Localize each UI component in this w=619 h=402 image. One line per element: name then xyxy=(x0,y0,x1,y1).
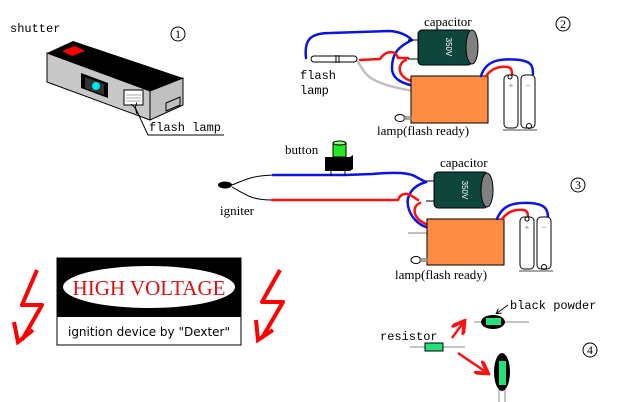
svg-text:3: 3 xyxy=(575,178,581,192)
flash-lamp-tube-icon xyxy=(310,55,358,63)
step-number-3: 3 xyxy=(570,177,586,193)
capacitor-icon: 350V xyxy=(408,26,479,66)
svg-text:−: − xyxy=(542,223,547,232)
flash-lamp-label-line2: lamp xyxy=(300,84,329,98)
capacitor-label: capacitor xyxy=(424,14,472,29)
svg-text:+: + xyxy=(509,81,514,90)
high-voltage-sign: HIGH VOLTAGE ignition device by "Dexter" xyxy=(12,257,285,346)
flash-lamp-label-line1: flash xyxy=(300,69,336,83)
battery-icon: + − xyxy=(503,74,537,131)
igniter-icon xyxy=(218,181,232,189)
ready-lamp-icon xyxy=(394,114,412,122)
push-button-icon xyxy=(325,140,353,176)
ready-lamp-label: lamp(flash ready) xyxy=(395,267,487,282)
sign-title: HIGH VOLTAGE xyxy=(73,276,226,300)
step-number-4: 4 xyxy=(582,342,598,358)
lightning-bolt-icon xyxy=(20,269,44,341)
svg-text:1: 1 xyxy=(175,27,181,41)
flash-lamp-pointer xyxy=(134,106,224,136)
lens-icon xyxy=(92,82,100,90)
lightning-bolt-icon xyxy=(260,269,285,340)
black-powder-horizontal-icon xyxy=(474,315,529,329)
capacitor-label: capacitor xyxy=(440,155,488,170)
button-label: button xyxy=(285,142,319,157)
arrow-icon xyxy=(457,351,486,372)
igniter-label: igniter xyxy=(220,203,255,218)
svg-text:+: + xyxy=(525,223,530,232)
panel-1-camera: shutter 1 flash lamp xyxy=(10,22,224,136)
black-powder-label: black powder xyxy=(510,299,596,313)
svg-text:350V: 350V xyxy=(444,38,453,57)
camera-icon xyxy=(46,41,184,121)
panel-4-resistor: resistor black powder 4 xyxy=(380,299,598,402)
shutter-button-icon xyxy=(62,46,85,56)
arrow-icon xyxy=(450,323,463,339)
flash-lamp-label: flash lamp xyxy=(149,121,221,135)
step-number-1: 1 xyxy=(170,26,186,42)
circuit-board xyxy=(410,75,489,124)
battery-icon: + − xyxy=(519,216,553,272)
shutter-label: shutter xyxy=(10,22,60,36)
circuit-board xyxy=(426,218,505,266)
step-number-2: 2 xyxy=(555,16,571,32)
capacitor-icon: 350V xyxy=(426,171,494,209)
panel-2-circuit: capacitor 2 flash lamp 350V xyxy=(300,14,571,138)
ready-lamp-label: lamp(flash ready) xyxy=(377,123,469,138)
resistor-label: resistor xyxy=(380,330,438,344)
svg-text:4: 4 xyxy=(587,343,593,357)
resistor-icon xyxy=(410,342,465,352)
svg-text:350V: 350V xyxy=(460,181,469,200)
panel-3-circuit: button capacitor 3 igniter 350V xyxy=(218,140,586,282)
black-powder-vertical-icon xyxy=(494,353,510,402)
svg-text:−: − xyxy=(526,81,531,90)
sign-subtitle: ignition device by "Dexter" xyxy=(68,325,230,339)
ready-lamp-icon xyxy=(410,256,428,264)
svg-text:2: 2 xyxy=(560,17,566,31)
